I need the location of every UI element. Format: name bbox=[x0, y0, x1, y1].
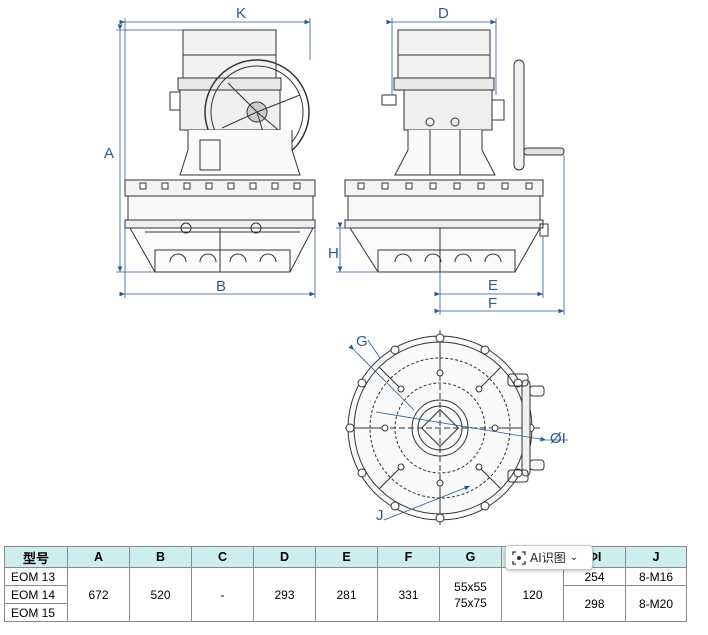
model-cell: EOM 15 bbox=[4, 603, 68, 622]
header-model: 型号 bbox=[4, 546, 68, 568]
chevron-down-icon: ⌄ bbox=[569, 552, 579, 563]
cell-h: 120 bbox=[501, 567, 564, 622]
technical-drawing: K A B D H E F G ØI J bbox=[104, 5, 568, 525]
dim-label-e: E bbox=[488, 277, 498, 294]
front-view bbox=[124, 29, 316, 273]
model-cell: EOM 14 bbox=[4, 585, 68, 604]
table-row: EOM 15 bbox=[4, 603, 687, 622]
cell-j: 8-M16 bbox=[625, 567, 687, 586]
dim-label-h: H bbox=[328, 245, 339, 262]
cell-f: 331 bbox=[377, 567, 440, 622]
table-row: EOM 13 672 520 - 293 281 331 55x55 75x75… bbox=[4, 567, 687, 622]
cell-a: 672 bbox=[67, 567, 130, 622]
dim-label-j: J bbox=[376, 507, 384, 524]
header-g: G bbox=[439, 546, 502, 568]
cell-g: 55x55 75x75 bbox=[439, 567, 502, 622]
ai-recognize-button[interactable]: AI识图 ⌄ bbox=[505, 545, 593, 570]
spec-table: 型号 A B C D E F G H ΦI J EOM 13 672 520 -… bbox=[4, 546, 687, 622]
ai-scan-icon bbox=[512, 550, 526, 565]
cell-i: 298 bbox=[563, 585, 626, 622]
model-cell: EOM 13 bbox=[4, 567, 68, 586]
dim-label-a: A bbox=[104, 145, 114, 162]
header-f: F bbox=[377, 546, 440, 568]
cell-i: 254 bbox=[563, 567, 626, 586]
table-row: EOM 14 298 8-M20 bbox=[4, 585, 687, 622]
top-view bbox=[345, 330, 545, 525]
dim-label-d: D bbox=[438, 5, 449, 22]
dim-label-g: G bbox=[356, 333, 368, 350]
header-c: C bbox=[191, 546, 254, 568]
header-j: J bbox=[625, 546, 687, 568]
header-e: E bbox=[315, 546, 378, 568]
header-b: B bbox=[129, 546, 192, 568]
side-view bbox=[344, 29, 565, 273]
dim-label-f: F bbox=[488, 295, 497, 312]
header-d: D bbox=[253, 546, 316, 568]
cell-d: 293 bbox=[253, 567, 316, 622]
dim-label-k: K bbox=[236, 5, 246, 22]
dim-label-b: B bbox=[216, 278, 226, 295]
dim-label-phi-i: ØI bbox=[550, 430, 566, 447]
cell-b: 520 bbox=[129, 567, 192, 622]
cell-c: - bbox=[191, 567, 254, 622]
ai-button-label: AI识图 bbox=[530, 551, 566, 565]
cell-e: 281 bbox=[315, 567, 378, 622]
header-a: A bbox=[67, 546, 130, 568]
cell-j: 8-M20 bbox=[625, 585, 687, 622]
